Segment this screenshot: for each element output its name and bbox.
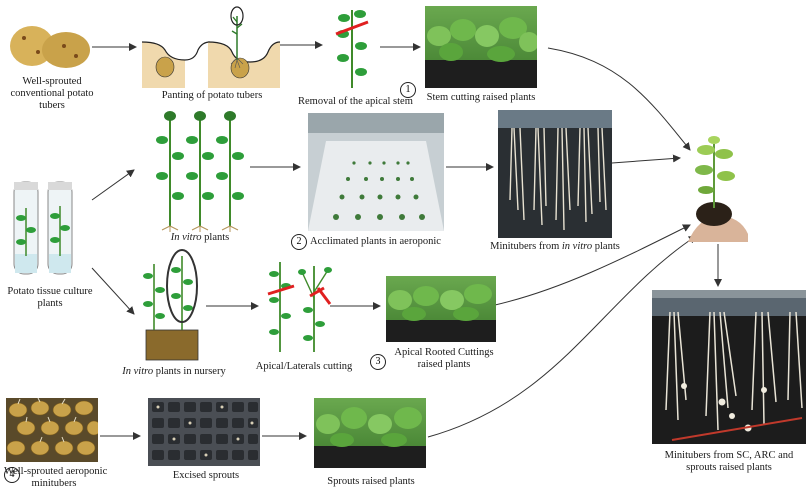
apical-stem-removal-image xyxy=(326,4,380,90)
apical-rooted-cuttings-photo xyxy=(386,276,496,342)
excised-sprouts-photo xyxy=(148,398,260,466)
label-minitubers-invitro: Minitubers from in vitro plants xyxy=(490,241,620,252)
label-excised-sprouts: Excised sprouts xyxy=(172,470,240,481)
label-acclimated: Acclimated plants in aeroponic xyxy=(310,236,441,247)
arrow-tissue-to-invitro xyxy=(91,169,135,201)
label-nursery: In vitro plants in nursery xyxy=(122,366,226,377)
label-wellsprouted-aeroponic: Well-sprouted aeroponic minitubers xyxy=(4,466,108,489)
label-tissue-culture: Potato tissue culture plants xyxy=(7,286,93,309)
arrow-minitubers-to-plant xyxy=(611,154,681,164)
aeroponic-minitubers-photo xyxy=(6,398,98,462)
final-minitubers-photo xyxy=(652,290,806,444)
sprouts-raised-plants-photo xyxy=(314,398,426,468)
arrow-rooted-to-plant xyxy=(494,224,691,306)
step-number-1: 1 xyxy=(400,82,416,98)
label-stem-cutting: Stem cutting raised plants xyxy=(426,92,536,103)
label-invitro-plants: In vitro plants xyxy=(170,232,230,243)
label-wellsprouted-conventional: Well-sprouted conventional potato tubers xyxy=(10,76,94,111)
apical-laterals-cutting-image xyxy=(262,258,336,354)
planting-illustration xyxy=(140,2,280,88)
label-apical-laterals: Apical/Laterals cutting xyxy=(255,361,353,372)
step-number-2: 2 xyxy=(291,234,307,250)
label-minitubers-final: Minitubers from SC, ARC and sprouts rais… xyxy=(664,450,794,473)
label-removal: Removal of the apical stem xyxy=(298,96,413,107)
central-plant-in-hand-image xyxy=(678,130,754,242)
step-number-3: 3 xyxy=(370,354,386,370)
acclimated-aeroponic-photo xyxy=(308,113,444,231)
nursery-plants-illustration xyxy=(138,246,208,362)
label-planting: Panting of potato tubers xyxy=(161,90,263,101)
label-sprouts-raised: Sprouts raised plants xyxy=(327,476,415,487)
arrow-sprouts-to-plant xyxy=(427,235,697,438)
tissue-culture-tubes-image xyxy=(8,178,80,278)
conventional-tubers-image xyxy=(6,18,92,70)
step-number-4: 4 xyxy=(4,467,20,483)
invitro-plants-illustration xyxy=(150,110,250,232)
stem-cutting-plants-photo xyxy=(425,6,537,88)
minitubers-invitro-photo xyxy=(498,110,612,238)
label-apical-rooted: Apical Rooted Cuttings raised plants xyxy=(394,347,494,370)
arrow-stemcutting-to-plant xyxy=(547,47,691,151)
arrow-tissue-to-nursery xyxy=(91,267,135,315)
